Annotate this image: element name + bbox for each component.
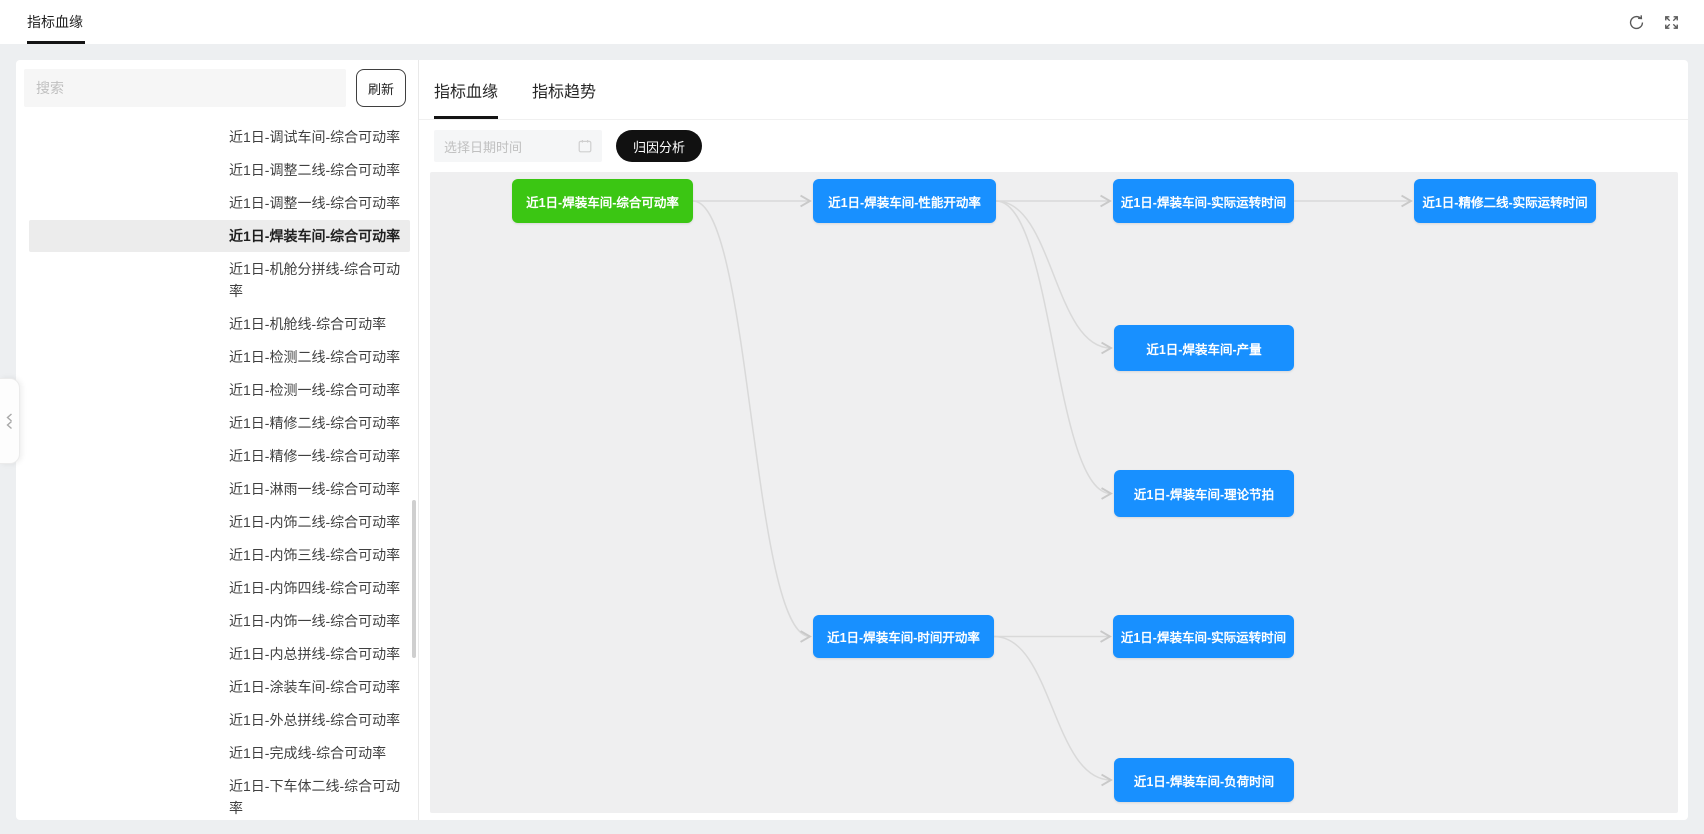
diagram-node[interactable]: 近1日-焊装车间-负荷时间 bbox=[1114, 758, 1294, 802]
tab-trend-label: 指标趋势 bbox=[532, 78, 596, 102]
diagram-node[interactable]: 近1日-焊装车间-理论节拍 bbox=[1114, 470, 1294, 517]
refresh-icon[interactable] bbox=[1628, 14, 1645, 31]
list-item[interactable]: 近1日-淋雨一线-综合可动率 bbox=[29, 473, 410, 505]
date-picker[interactable]: 选择日期时间 bbox=[434, 130, 602, 162]
main-content: 指标血缘 指标趋势 选择日期时间 归因分析 bbox=[418, 60, 1688, 820]
calendar-icon bbox=[578, 139, 592, 153]
metric-list: 近1日-调试车间-综合可动率近1日-调整二线-综合可动率近1日-调整一线-综合可… bbox=[16, 115, 418, 820]
graph-edge bbox=[994, 637, 1111, 781]
graph-edge bbox=[693, 201, 810, 637]
graph-edge bbox=[996, 201, 1111, 348]
diagram-root-node[interactable]: 近1日-焊装车间-综合可动率 bbox=[512, 179, 693, 223]
date-placeholder: 选择日期时间 bbox=[444, 137, 522, 156]
list-item[interactable]: 近1日-内饰二线-综合可动率 bbox=[29, 506, 410, 538]
diagram-node[interactable]: 近1日-焊装车间-产量 bbox=[1114, 325, 1294, 371]
diagram-node[interactable]: 近1日-焊装车间-性能开动率 bbox=[813, 179, 996, 223]
list-item[interactable]: 近1日-精修二线-综合可动率 bbox=[29, 407, 410, 439]
lineage-panel: 刷新 近1日-调试车间-综合可动率近1日-调整二线-综合可动率近1日-调整一线-… bbox=[16, 60, 1688, 820]
metric-sidebar: 刷新 近1日-调试车间-综合可动率近1日-调整二线-综合可动率近1日-调整一线-… bbox=[16, 60, 418, 820]
tab-trend[interactable]: 指标趋势 bbox=[532, 60, 596, 119]
list-item[interactable]: 近1日-调整二线-综合可动率 bbox=[29, 154, 410, 186]
list-item[interactable]: 近1日-机舱分拼线-综合可动率 bbox=[29, 253, 410, 307]
list-item[interactable]: 近1日-检测一线-综合可动率 bbox=[29, 374, 410, 406]
list-item[interactable]: 近1日-检测二线-综合可动率 bbox=[29, 341, 410, 373]
window-tab[interactable]: 指标血缘 bbox=[27, 0, 83, 44]
list-item[interactable]: 近1日-精修一线-综合可动率 bbox=[29, 440, 410, 472]
list-item[interactable]: 近1日-内饰四线-综合可动率 bbox=[29, 572, 410, 604]
window-header: 指标血缘 bbox=[0, 0, 1704, 44]
list-item[interactable]: 近1日-完成线-综合可动率 bbox=[29, 737, 410, 769]
list-item[interactable]: 近1日-下车体二线-综合可动率 bbox=[29, 770, 410, 820]
list-item[interactable]: 近1日-内总拼线-综合可动率 bbox=[29, 638, 410, 670]
graph-edges bbox=[430, 172, 1678, 813]
attribution-analysis-button[interactable]: 归因分析 bbox=[616, 130, 702, 162]
list-item[interactable]: 近1日-涂装车间-综合可动率 bbox=[29, 671, 410, 703]
graph-edge bbox=[996, 201, 1111, 494]
tab-lineage-label: 指标血缘 bbox=[434, 78, 498, 102]
sidebar-scrollbar[interactable] bbox=[412, 500, 416, 658]
list-item[interactable]: 近1日-内饰三线-综合可动率 bbox=[29, 539, 410, 571]
diagram-node[interactable]: 近1日-焊装车间-实际运转时间 bbox=[1113, 179, 1294, 223]
sidebar-collapse-handle[interactable] bbox=[0, 378, 20, 464]
list-item[interactable]: 近1日-调试车间-综合可动率 bbox=[29, 121, 410, 153]
active-tab-underline bbox=[27, 41, 85, 44]
search-input[interactable] bbox=[24, 69, 346, 107]
diagram-node[interactable]: 近1日-精修二线-实际运转时间 bbox=[1414, 179, 1596, 223]
lineage-graph-canvas[interactable]: 近1日-焊装车间-综合可动率近1日-焊装车间-性能开动率近1日-焊装车间-实际运… bbox=[430, 172, 1678, 813]
diagram-node[interactable]: 近1日-焊装车间-实际运转时间 bbox=[1113, 615, 1294, 658]
tabs-row: 指标血缘 指标趋势 bbox=[419, 60, 1688, 120]
toolbar: 选择日期时间 归因分析 bbox=[419, 120, 1688, 170]
list-item[interactable]: 近1日-机舱线-综合可动率 bbox=[29, 308, 410, 340]
list-item[interactable]: 近1日-调整一线-综合可动率 bbox=[29, 187, 410, 219]
tab-lineage[interactable]: 指标血缘 bbox=[434, 60, 498, 119]
list-item[interactable]: 近1日-焊装车间-综合可动率 bbox=[29, 220, 410, 252]
list-item[interactable]: 近1日-外总拼线-综合可动率 bbox=[29, 704, 410, 736]
diagram-node[interactable]: 近1日-焊装车间-时间开动率 bbox=[813, 615, 994, 658]
refresh-button[interactable]: 刷新 bbox=[356, 69, 406, 107]
sidebar-search-row: 刷新 bbox=[16, 60, 418, 115]
chevron-left-icon bbox=[5, 412, 14, 430]
list-item[interactable]: 近1日-内饰一线-综合可动率 bbox=[29, 605, 410, 637]
page-title: 指标血缘 bbox=[27, 12, 83, 32]
fullscreen-expand-icon[interactable] bbox=[1663, 14, 1680, 31]
